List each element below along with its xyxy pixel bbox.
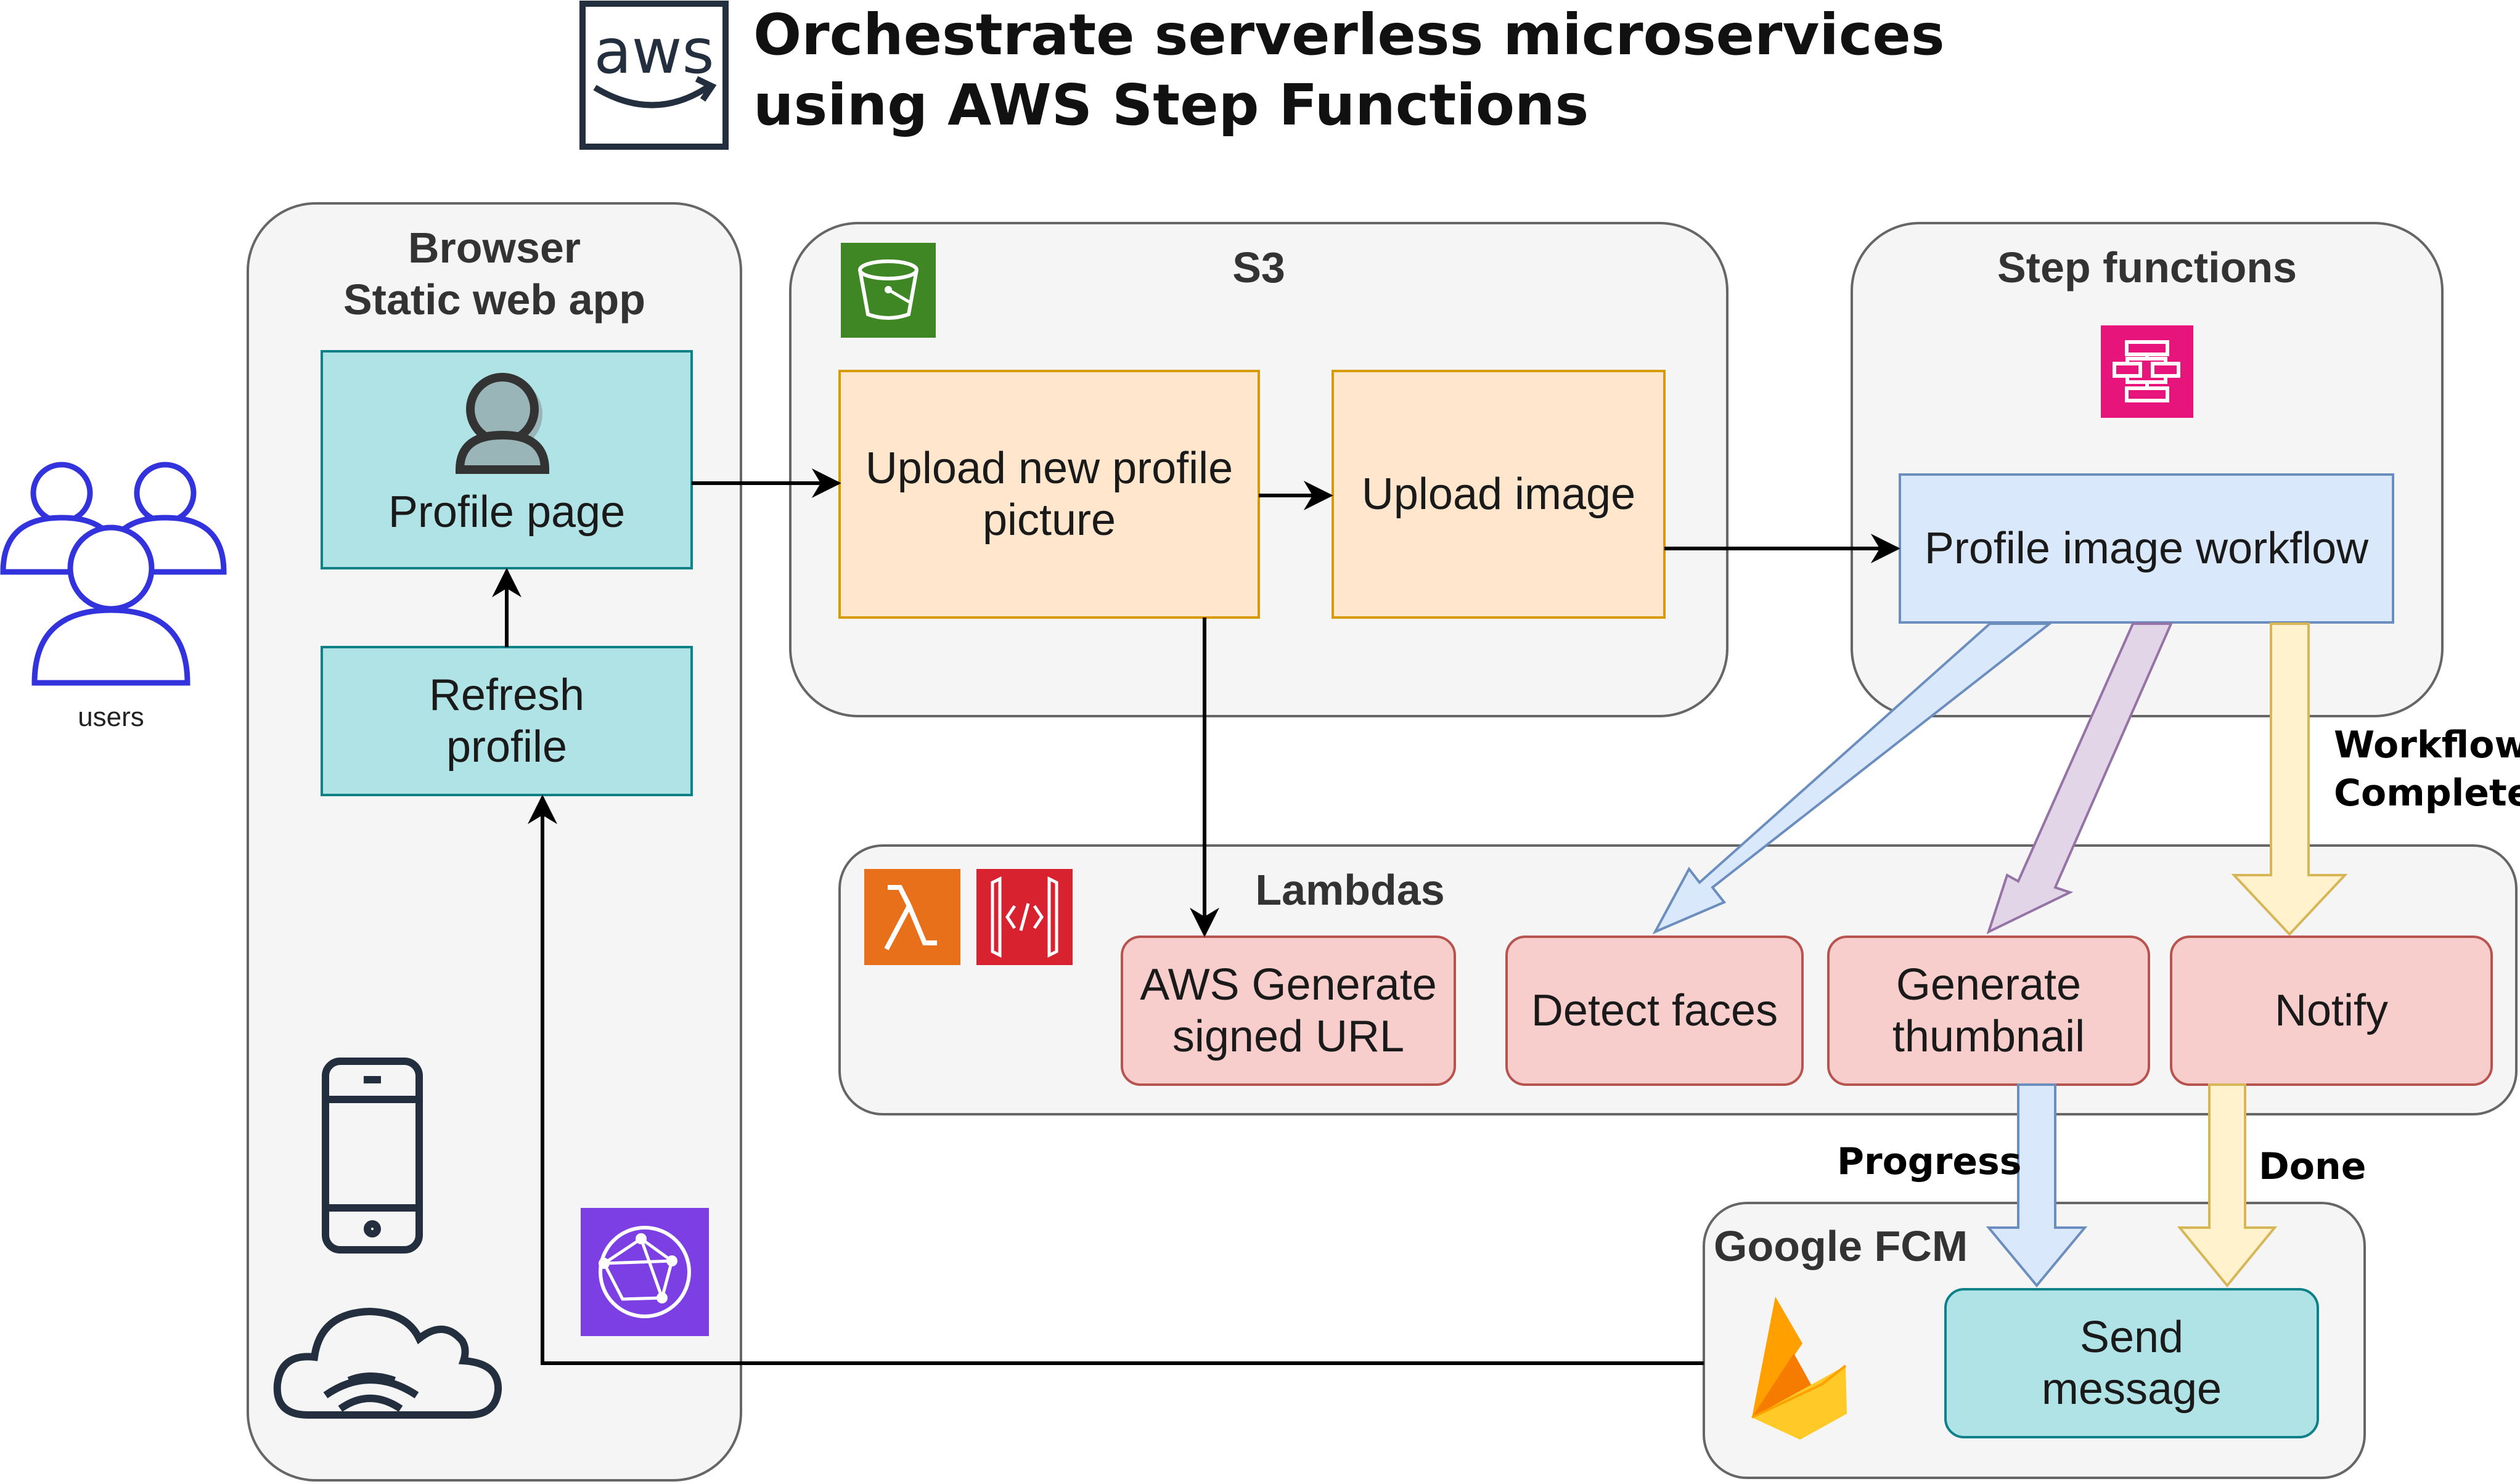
step-functions-group-title: Step functions <box>1997 243 2297 292</box>
arrow-thumbnail-to-send-message <box>1986 1083 2088 1288</box>
upload-new-profile-picture-box <box>838 370 1260 619</box>
lambda-icon <box>864 869 960 965</box>
arrow-workflow-to-notify <box>2231 622 2348 936</box>
aws-generate-signed-url-label: AWS Generate signed URL <box>1140 960 1437 1061</box>
refresh-profile-box <box>321 646 693 796</box>
s3-group-title: S3 <box>1232 243 1285 292</box>
upload-image-box <box>1332 370 1666 619</box>
refresh-profile-label: Refresh profile <box>428 671 585 772</box>
notify-box <box>2170 936 2493 1086</box>
cloud-wifi-icon <box>273 1307 502 1419</box>
send-message-box <box>1944 1288 2319 1438</box>
progress-label: Progress <box>1837 1140 2022 1183</box>
arrow-notify-to-send-message <box>2177 1083 2278 1288</box>
notify-label: Notify <box>2274 986 2389 1035</box>
generate-thumbnail-box <box>1827 936 2150 1086</box>
users-icon <box>0 462 227 686</box>
profile-image-workflow-label: Profile image workflow <box>1924 524 2369 573</box>
mobile-phone-icon <box>322 1058 423 1254</box>
workflow-complete-label: Workflow Complete <box>2334 724 2520 815</box>
send-message-label: Send message <box>2041 1313 2222 1414</box>
upload-image-label: Upload image <box>1361 470 1636 519</box>
edge-fcm-to-refresh <box>528 794 1704 1365</box>
profile-page-label: Profile page <box>388 487 626 537</box>
api-gateway-icon <box>976 869 1073 965</box>
upload-new-profile-picture-label: Upload new profile picture <box>865 444 1233 545</box>
person-icon <box>455 373 550 474</box>
detect-faces-label: Detect faces <box>1531 986 1778 1035</box>
browser-group-title: Browser Static web app <box>343 224 646 324</box>
aws-logo-icon: aws <box>579 1 729 150</box>
connectors <box>492 468 1900 1365</box>
step-functions-icon <box>2101 325 2193 418</box>
cloudfront-icon <box>581 1208 709 1336</box>
firebase-icon <box>1751 1297 1847 1440</box>
aws-generate-signed-url-box <box>1121 936 1456 1086</box>
s3-bucket-icon <box>841 243 936 338</box>
arrow-workflow-to-thumbnail <box>1986 622 2174 934</box>
arrow-workflow-to-detect-faces <box>1652 622 2053 935</box>
flow-arrows <box>1652 622 2348 1288</box>
generate-thumbnail-label: Generate thumbnail <box>1892 960 2085 1061</box>
detect-faces-box <box>1505 936 1804 1086</box>
page-title: Orchestrate serverless microservices usi… <box>753 2 1945 138</box>
lambdas-group-title: Lambdas <box>1255 866 1445 914</box>
users-label: users <box>78 702 144 732</box>
aws-logo-text: aws <box>594 15 714 88</box>
done-label: Done <box>2259 1145 2367 1188</box>
google-fcm-group-title: Google FCM <box>1714 1222 1968 1270</box>
